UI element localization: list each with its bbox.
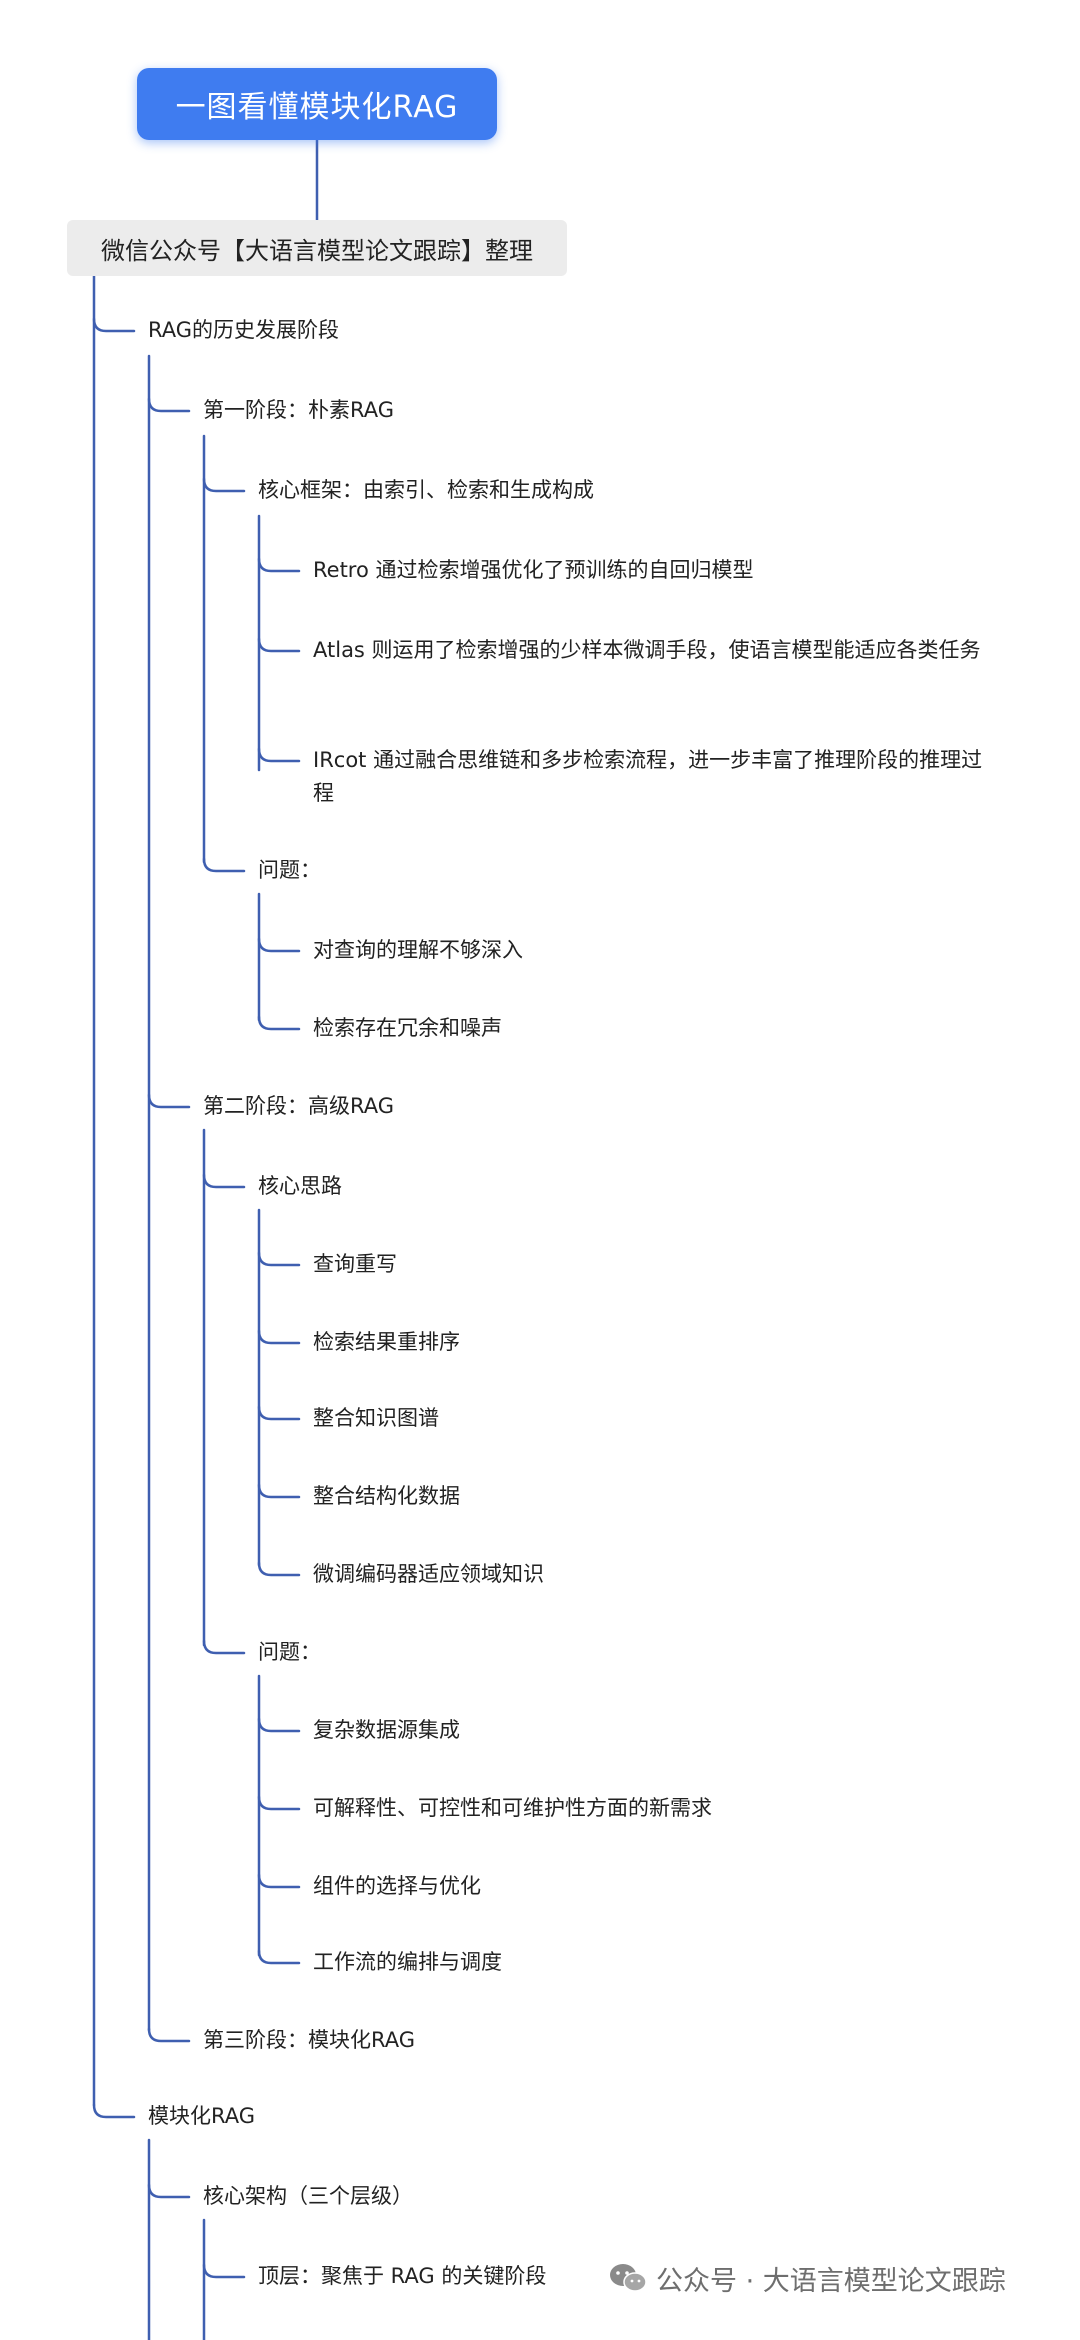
node-complex-sources: 复杂数据源集成 — [313, 1718, 460, 1742]
branch-tick-14 — [257, 1251, 301, 1267]
branch-tick-22 — [257, 1949, 301, 1965]
wechat-icon — [610, 2264, 647, 2292]
branch-tick-16 — [257, 1405, 301, 1421]
branch-tick-8 — [202, 1639, 246, 1655]
branch-tick-15 — [257, 1329, 301, 1345]
branch-tick-7 — [202, 1173, 246, 1189]
node-history: RAG的历史发展阶段 — [148, 318, 340, 342]
branch-tick-4 — [147, 2027, 191, 2043]
node-stage1-core: 核心框架：由索引、检索和生成构成 — [258, 478, 594, 502]
branch-tick-0 — [92, 317, 136, 333]
branch-tick-6 — [202, 857, 246, 873]
node-workflow-orchestration: 工作流的编排与调度 — [313, 1950, 502, 1974]
branch-tick-17 — [257, 1483, 301, 1499]
node-problem-noise: 检索存在冗余和噪声 — [313, 1016, 502, 1040]
watermark-text: 公众号 · 大语言模型论文跟踪 — [656, 2265, 1006, 2297]
wechat-watermark: 公众号 · 大语言模型论文跟踪 — [608, 2258, 1006, 2298]
node-query-rewrite: 查询重写 — [313, 1252, 397, 1276]
node-structured: 整合结构化数据 — [313, 1484, 460, 1508]
branch-tick-13 — [257, 1015, 301, 1031]
node-problem-query: 对查询的理解不够深入 — [313, 938, 523, 962]
root-title: 一图看懂模块化RAG — [137, 68, 497, 140]
branch-tick-18 — [257, 1561, 301, 1577]
node-modular-core: 核心架构（三个层级） — [203, 2184, 413, 2208]
node-stage2: 第二阶段：高级RAG — [203, 1094, 395, 1118]
branch-tick-24 — [202, 2263, 246, 2279]
node-component-selection: 组件的选择与优化 — [313, 1874, 481, 1898]
subtitle-label: 微信公众号【大语言模型论文跟踪】整理 — [67, 220, 567, 276]
branch-tick-11 — [257, 747, 301, 763]
node-stage3: 第三阶段：模块化RAG — [203, 2028, 416, 2052]
branch-tick-23 — [147, 2183, 191, 2199]
branch-tick-2 — [147, 397, 191, 413]
branch-tick-10 — [257, 637, 301, 653]
branch-tick-20 — [257, 1795, 301, 1811]
node-atlas: Atlas 则运用了检索增强的少样本微调手段，使语言模型能适应各类任务 — [313, 638, 981, 662]
node-retro: Retro 通过检索增强优化了预训练的自回归模型 — [313, 558, 754, 582]
node-finetune-encoder: 微调编码器适应领域知识 — [313, 1562, 544, 1586]
branch-tick-21 — [257, 1873, 301, 1889]
node-rerank: 检索结果重排序 — [313, 1330, 460, 1354]
branch-tick-19 — [257, 1717, 301, 1733]
node-modular: 模块化RAG — [148, 2104, 256, 2128]
node-new-requirements: 可解释性、可控性和可维护性方面的新需求 — [313, 1796, 712, 1820]
node-stage1: 第一阶段：朴素RAG — [203, 398, 395, 422]
node-stage2-problems: 问题： — [258, 1640, 321, 1664]
node-stage1-problems: 问题： — [258, 858, 321, 882]
node-ircot: IRcot 通过融合思维链和多步检索流程，进一步丰富了推理阶段的推理过程 — [313, 748, 983, 805]
branch-tick-5 — [202, 477, 246, 493]
node-modular-top: 顶层：聚焦于 RAG 的关键阶段 — [258, 2264, 547, 2288]
branch-tick-3 — [147, 1093, 191, 1109]
branch-tick-1 — [92, 2103, 136, 2119]
branch-tick-9 — [257, 557, 301, 573]
branch-tick-12 — [257, 937, 301, 953]
node-stage2-core: 核心思路 — [258, 1174, 342, 1198]
node-kg: 整合知识图谱 — [313, 1406, 439, 1430]
